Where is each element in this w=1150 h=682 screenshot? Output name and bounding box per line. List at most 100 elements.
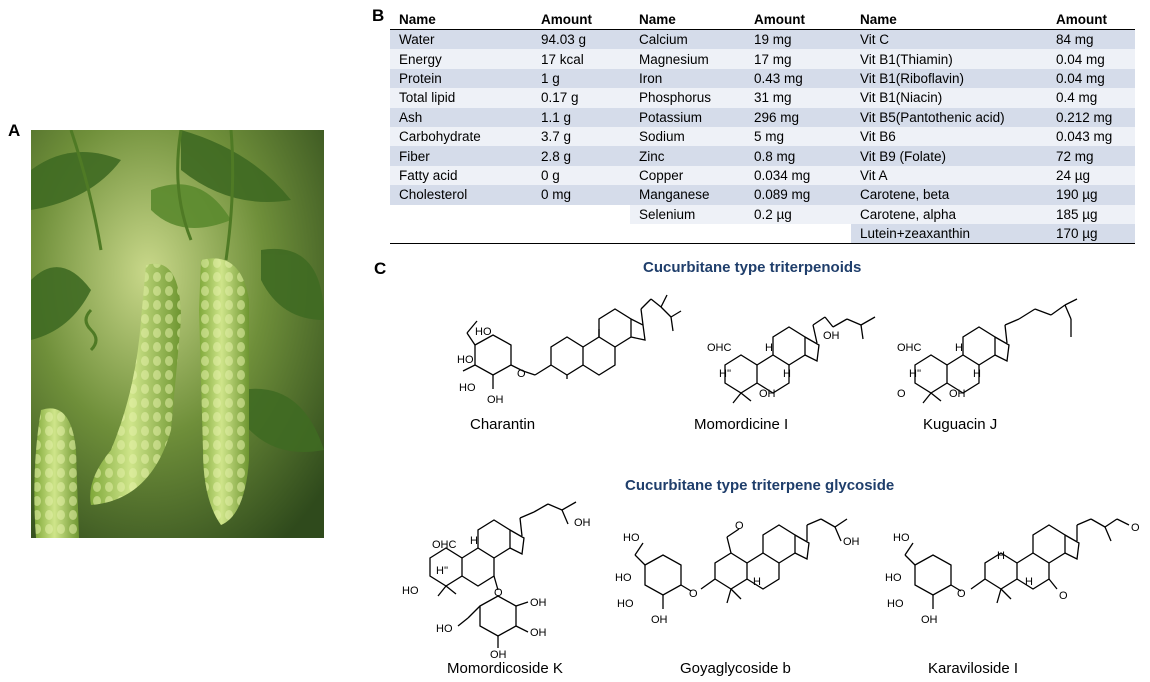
- atom-label-h-prime: H'': [719, 368, 731, 380]
- header-amount-2: Amount: [745, 8, 851, 30]
- atom-label-h: H: [955, 342, 963, 354]
- atom-label-oh: OH: [530, 597, 547, 609]
- header-amount-1: Amount: [532, 8, 630, 30]
- atom-label-oh: OH: [823, 330, 840, 342]
- nutrient-name-cell: Phosphorus: [630, 88, 745, 108]
- nutrient-amount-cell: 296 mg: [745, 107, 851, 127]
- bitter-melon-photo: [31, 130, 324, 538]
- nutrient-name-cell: Vit B5(Pantothenic acid): [851, 107, 1047, 127]
- nutrient-amount-cell: 17 kcal: [532, 49, 630, 69]
- panel-label-c: C: [374, 259, 387, 278]
- nutrition-table: Name Amount Name Amount Name Amount Wate…: [390, 8, 1135, 245]
- nutrient-amount-cell: 0 g: [532, 165, 630, 186]
- atom-label-ho: HO: [402, 585, 419, 597]
- momordicoside-structure: OHC H H'' HO O HO OH OH OH OH: [400, 498, 600, 663]
- nutrient-name-cell: [390, 223, 532, 245]
- nutrient-amount-cell: [532, 204, 630, 224]
- nutrient-name-cell: Fatty acid: [390, 165, 532, 186]
- atom-label-ohc: OHC: [432, 539, 457, 551]
- nutrient-name-cell: Vit B1(Niacin): [851, 88, 1047, 108]
- atom-label-oh: OH: [949, 388, 966, 400]
- atom-label-ohc: OHC: [707, 342, 732, 354]
- atom-label-ohc: OHC: [897, 342, 922, 354]
- compound-name-charantin: Charantin: [470, 416, 536, 433]
- atom-label-ho: HO: [436, 623, 453, 635]
- nutrient-name-cell: Copper: [630, 165, 745, 186]
- charantin-structure: HO HO HO OH O: [445, 285, 682, 420]
- atom-label-ho: HO: [623, 532, 640, 544]
- nutrient-name-cell: Ash: [390, 107, 532, 127]
- atom-label-h-prime: H'': [436, 565, 448, 577]
- nutrient-name-cell: Energy: [390, 49, 532, 69]
- atom-label-ho: HO: [475, 326, 492, 338]
- nutrient-amount-cell: 94.03 g: [532, 29, 630, 50]
- momordicine-structure: OHC H H H'' OH OH: [705, 295, 885, 420]
- nutrient-amount-cell: 0.8 mg: [745, 146, 851, 166]
- header-name-1: Name: [390, 8, 532, 30]
- nutrient-name-cell: Zinc: [630, 146, 745, 166]
- nutrient-amount-cell: 2.8 g: [532, 146, 630, 166]
- nutrient-amount-cell: 0.089 mg: [745, 185, 851, 205]
- atom-label-ome: O: [1059, 590, 1068, 602]
- atom-label-o: O: [494, 587, 503, 599]
- nutrient-name-cell: Fiber: [390, 146, 532, 166]
- compound-name-goyaglycoside: Goyaglycoside b: [680, 660, 791, 677]
- atom-label-o: O: [897, 388, 906, 400]
- nutrient-amount-cell: 17 mg: [745, 49, 851, 69]
- nutrient-amount-cell: 170 µg: [1047, 223, 1135, 245]
- nutrient-amount-cell: 84 mg: [1047, 29, 1135, 50]
- nutrient-amount-cell: 0 mg: [532, 185, 630, 205]
- atom-label-ho: HO: [887, 598, 904, 610]
- table-header-row: Name Amount Name Amount Name Amount: [390, 8, 1135, 30]
- nutrient-name-cell: [630, 223, 745, 245]
- nutrient-name-cell: Water: [390, 29, 532, 50]
- atom-label-ho: HO: [617, 598, 634, 610]
- nutrient-name-cell: Protein: [390, 68, 532, 89]
- nutrient-name-cell: Vit B1(Thiamin): [851, 49, 1047, 69]
- nutrient-amount-cell: 24 µg: [1047, 165, 1135, 186]
- atom-label-h: H: [765, 342, 773, 354]
- atom-label-o: O: [689, 588, 698, 600]
- atom-label-h: H: [783, 368, 791, 380]
- panel-label-a: A: [8, 121, 21, 140]
- nutrient-amount-cell: 1.1 g: [532, 107, 630, 127]
- atom-label-oh: OH: [651, 614, 668, 626]
- nutrient-amount-cell: 31 mg: [745, 88, 851, 108]
- nutrient-amount-cell: 0.4 mg: [1047, 88, 1135, 108]
- atom-label-ho: HO: [893, 532, 910, 544]
- section-title-triterpenoids: Cucurbitane type triterpenoids: [643, 259, 862, 276]
- nutrient-amount-cell: 0.04 mg: [1047, 68, 1135, 89]
- nutrient-name-cell: Potassium: [630, 107, 745, 127]
- atom-label-h: H: [973, 368, 981, 380]
- nutrient-amount-cell: 0.17 g: [532, 88, 630, 108]
- atom-label-ho: HO: [457, 354, 474, 366]
- nutrient-name-cell: [390, 204, 532, 224]
- header-name-3: Name: [851, 8, 1047, 30]
- atom-label-ho: HO: [885, 572, 902, 584]
- kuguacin-structure: OHC H H H'' OH O: [895, 295, 1095, 420]
- atom-label-oh: OH: [530, 627, 547, 639]
- atom-label-h: H: [753, 576, 761, 588]
- atom-label-ho: HO: [459, 382, 476, 394]
- nutrient-amount-cell: 72 mg: [1047, 146, 1135, 166]
- nutrient-amount-cell: 0.034 mg: [745, 165, 851, 186]
- nutrient-amount-cell: 0.2 µg: [745, 204, 851, 224]
- compound-name-momordicoside: Momordicoside K: [447, 660, 563, 677]
- atom-label-oh: OH: [759, 388, 776, 400]
- nutrient-name-cell: Carotene, alpha: [851, 204, 1047, 224]
- nutrient-amount-cell: 0.043 mg: [1047, 126, 1135, 147]
- nutrient-name-cell: Vit B6: [851, 126, 1047, 147]
- nutrient-name-cell: Magnesium: [630, 49, 745, 69]
- nutrient-amount-cell: [745, 223, 851, 245]
- nutrient-name-cell: Total lipid: [390, 88, 532, 108]
- header-amount-3: Amount: [1047, 8, 1135, 30]
- atom-label-oh: OH: [921, 614, 938, 626]
- nutrient-amount-cell: 0.212 mg: [1047, 107, 1135, 127]
